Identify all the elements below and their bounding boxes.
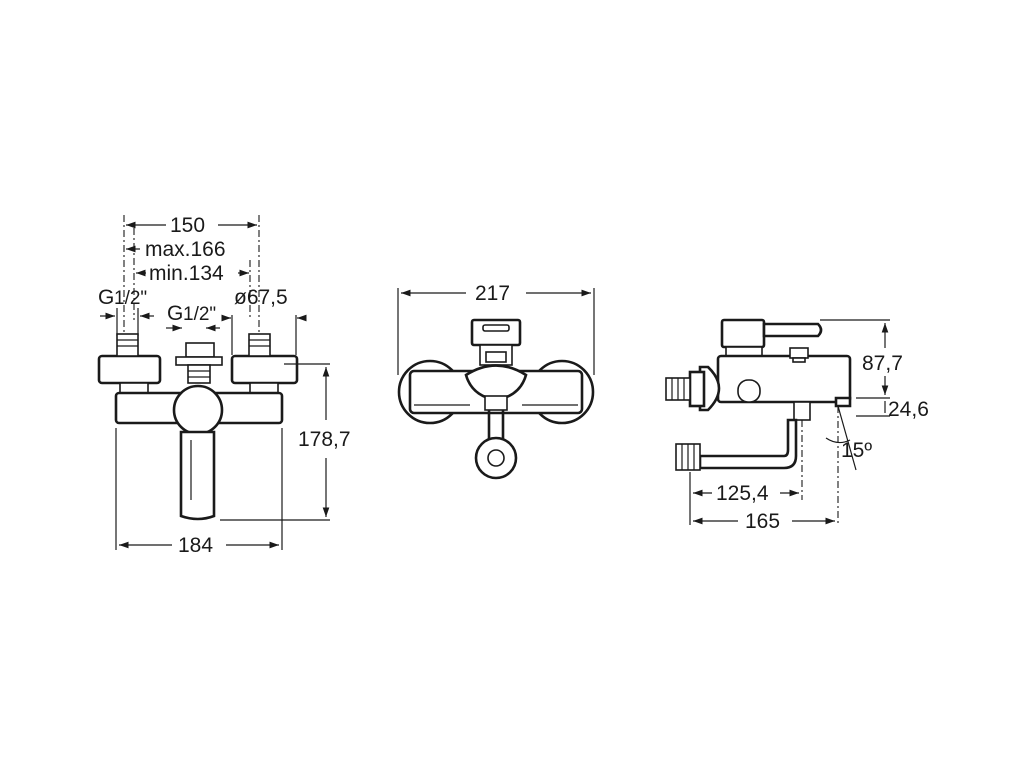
side-lever-handle — [762, 322, 823, 338]
top-cartridge — [464, 364, 528, 402]
dim-max-label: max.166 — [145, 238, 226, 261]
thread-left-label: G — [98, 286, 114, 309]
right-connector — [248, 333, 271, 357]
dim-min-label: min.134 — [149, 262, 224, 285]
center-connector-top — [185, 342, 215, 358]
top-width-label: 217 — [475, 282, 510, 305]
flange-diameter-label: ø67,5 — [234, 286, 288, 309]
thread-left-fraction: 1/2" — [114, 288, 147, 309]
front-spout — [179, 430, 216, 521]
left-connector — [116, 333, 139, 357]
front-view: 150 max.166 min.134 G 1/2" G 1/2" ø67,5 — [97, 214, 351, 557]
lever-top — [470, 318, 522, 347]
thread-center-label: G — [167, 302, 183, 325]
right-flange — [230, 354, 299, 385]
overall-width-label: 184 — [178, 534, 213, 557]
side-drain-pipe — [698, 418, 798, 470]
dim-150-label: 150 — [170, 214, 205, 237]
side-offset-label: 24,6 — [888, 398, 929, 421]
left-flange — [97, 354, 162, 385]
side-height-label: 87,7 — [862, 352, 903, 375]
spout-reach-label: 125,4 — [716, 482, 769, 505]
mixer-center-knob — [172, 384, 224, 436]
thread-center-fraction: 1/2" — [183, 304, 216, 325]
spout-angle-label: 15º — [841, 439, 872, 462]
height-label: 178,7 — [298, 428, 351, 451]
top-view: 217 — [397, 282, 595, 480]
side-view: 87,7 24,6 15º 125,4 165 — [665, 318, 929, 533]
side-lever — [720, 318, 766, 349]
side-depth-label: 165 — [745, 510, 780, 533]
side-spout-tip — [834, 396, 852, 408]
